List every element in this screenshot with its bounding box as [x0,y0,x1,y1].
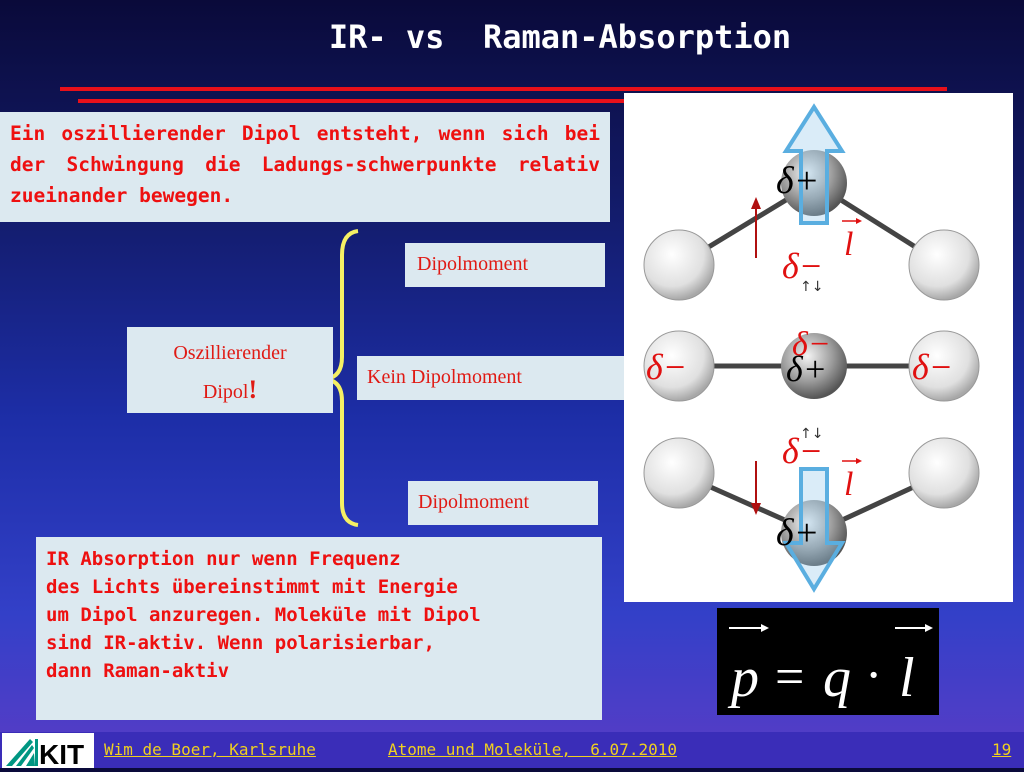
molecule-middle: δ− δ− δ− δ+ [643,326,980,402]
title-underline-1 [60,87,947,91]
bottom-line-2: des Lichts übereinstimmt mit Energie [46,576,458,599]
kein-dipolmoment-label: Kein Dipolmoment [367,366,522,388]
slide-title: IR- vs Raman-Absorption [328,18,792,56]
intro-text: Ein oszillierender Dipol entsteht, wenn … [10,122,600,208]
delta-plus-bottom: δ+ [776,512,819,554]
dipolmoment-top-box: Dipolmoment [405,243,605,287]
kit-logo: KIT [2,733,94,770]
atom-top-center [781,150,847,216]
delta-minus-top: δ− [782,246,823,286]
delta-minus-bottom: δ− [782,431,823,471]
atom-bottom-left [643,437,715,509]
footer-bar [0,732,1024,768]
dipolmoment-bottom-label: Dipolmoment [418,491,530,513]
dipolmoment-top-label: Dipolmoment [417,253,529,275]
updown-top: ↑↓ [800,279,823,295]
dipole-formula: p = q · l [717,608,939,715]
atom-middle-left [643,330,715,402]
title-underline-2 [78,99,947,103]
footer-author[interactable]: Wim de Boer, Karlsruhe [104,740,316,759]
molecule-top: δ+ δ− ↑↓ l [643,103,980,301]
footer-course[interactable]: Atome und Moleküle, 6.07.2010 [388,740,677,759]
molecule-vibration-diagram: δ+ δ− ↑↓ l δ− δ− δ− δ+ [624,93,1013,602]
atom-bottom-right [908,437,980,509]
oszillierender-dipol-box: Oszillierender Dipol! [127,327,333,413]
formula-dot: · [865,647,882,704]
bottom-line-5: dann Raman-aktiv [46,660,230,683]
molecule-bottom: ↑↓ δ− l δ+ [643,426,980,593]
atom-middle-center [781,333,847,399]
arrow-up-icon [782,103,846,225]
atom-middle-right [908,330,980,402]
formula-equals: = [775,649,804,706]
footer-page-number[interactable]: 19 [992,740,1012,759]
formula-q: q [823,647,851,709]
bottom-line-3: um Dipol anzuregen. Moleküle mit Dipol [46,604,481,627]
updown-bottom: ↑↓ [800,426,823,442]
delta-plus-top: δ+ [776,160,819,202]
kit-logo-text: KIT [39,739,84,768]
formula-p: p [727,647,759,709]
ir-absorption-text-box: IR Absorption nur wenn Frequenz des Lich… [36,537,602,720]
atom-top-left [643,229,715,301]
bottom-line-1: IR Absorption nur wenn Frequenz [46,548,401,570]
dipolmoment-bottom-box: Dipolmoment [408,481,598,525]
l-vector-top: l [844,226,853,263]
bottom-line-4: sind IR-aktiv. Wenn polarisierbar, [46,632,435,655]
delta-minus-middle: δ− [792,326,831,363]
formula-l: l [899,647,915,709]
dipol-label: Dipol [202,381,249,403]
l-vector-bottom: l [844,466,853,503]
arrow-down-icon [782,467,846,593]
atom-bottom-center [781,500,847,566]
delta-minus-right: δ− [912,347,953,387]
intro-text-box: Ein oszillierender Dipol entsteht, wenn … [0,112,610,222]
atom-top-right [908,229,980,301]
kein-dipolmoment-box: Kein Dipolmoment [357,356,627,400]
delta-minus-left: δ− [646,347,687,387]
delta-plus-middle: δ+ [786,349,827,389]
exclamation-mark: ! [248,375,258,404]
oszillierender-label: Oszillierender [173,342,287,364]
